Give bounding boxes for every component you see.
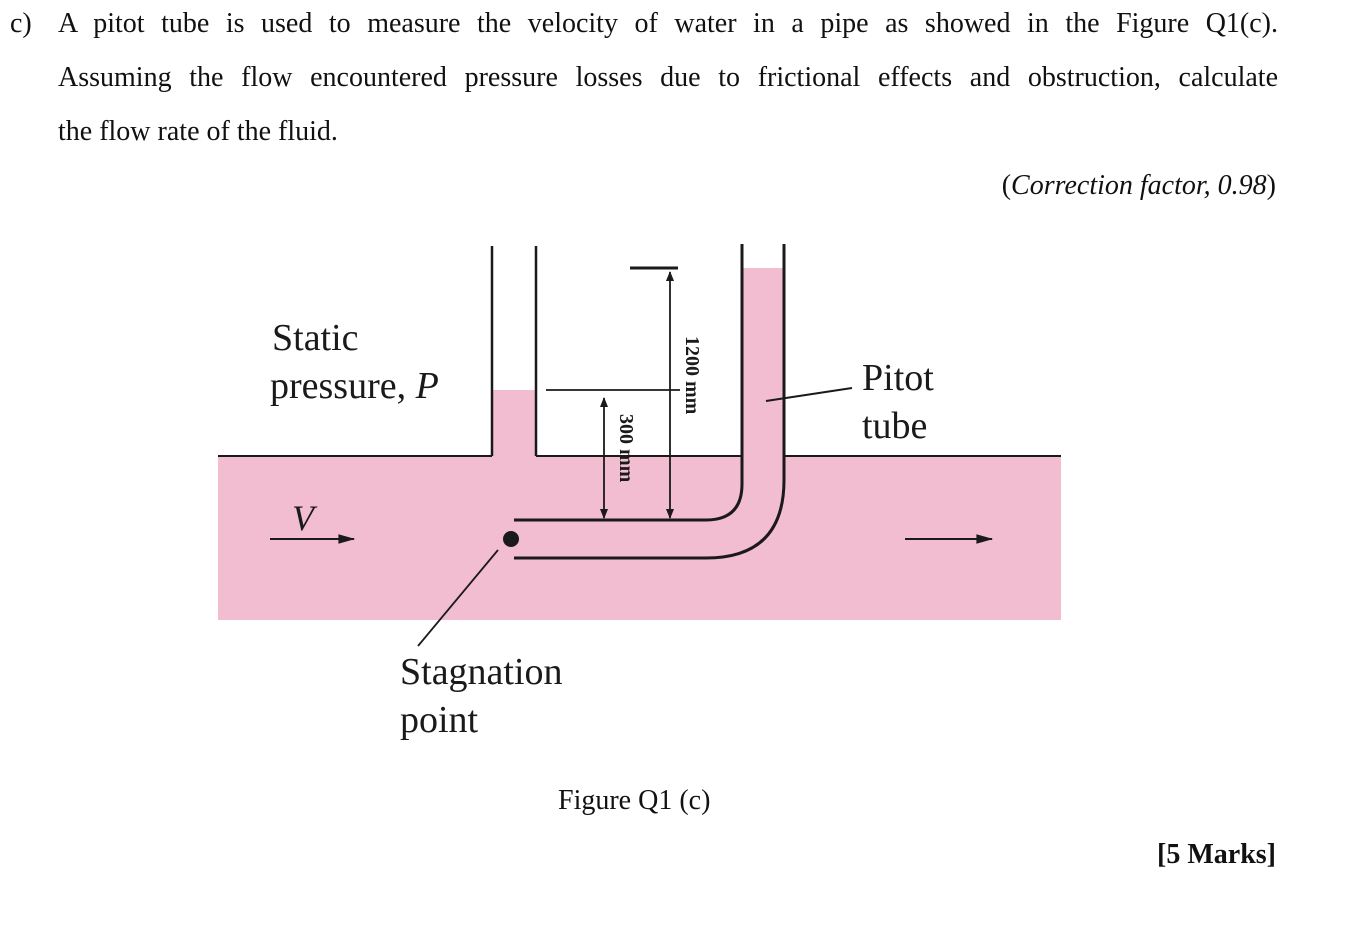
static-pressure-label-line2: pressure, P [270,365,439,407]
stagnation-label-line2: point [400,699,479,741]
pipe-fluid [218,456,1061,620]
question-label: c) [10,8,32,39]
dimension-1200-label: 1200 mm [681,336,703,415]
stagnation-leader-line [417,549,499,647]
pitot-tube-label-line1: Pitot [862,357,934,399]
question-line-2: Assuming the flow encountered pressure l… [58,62,1278,93]
pitot-tube-inner-wall [514,244,744,522]
correction-close-paren: ) [1266,170,1276,201]
question-line-1: A pitot tube is used to measure the velo… [58,8,1278,39]
stagnation-label-line1: Stagnation [400,651,563,693]
static-tube-fluid [492,390,536,458]
dimension-300-label: 300 mm [615,414,637,483]
correction-factor-text: Correction factor, 0.98 [1011,170,1267,201]
marks-label: [5 Marks] [1157,839,1276,870]
static-pressure-label-line1: Static [272,317,359,359]
pitot-tube-fluid [742,268,784,458]
pitot-tube-label-line2: tube [862,405,927,447]
figure-caption: Figure Q1 (c) [558,785,711,816]
static-pressure-symbol: P [415,365,439,407]
correction-open-paren: ( [1001,170,1012,201]
pitot-leader-line [765,387,853,402]
question-line-3: the flow rate of the fluid. [58,116,338,147]
static-pressure-word: pressure, [270,365,416,407]
velocity-label: V [292,498,318,538]
pitot-tube-outer-wall [514,244,786,560]
correction-factor-note: (Correction factor, 0.98) [1002,168,1276,204]
stagnation-point-dot [503,531,519,547]
